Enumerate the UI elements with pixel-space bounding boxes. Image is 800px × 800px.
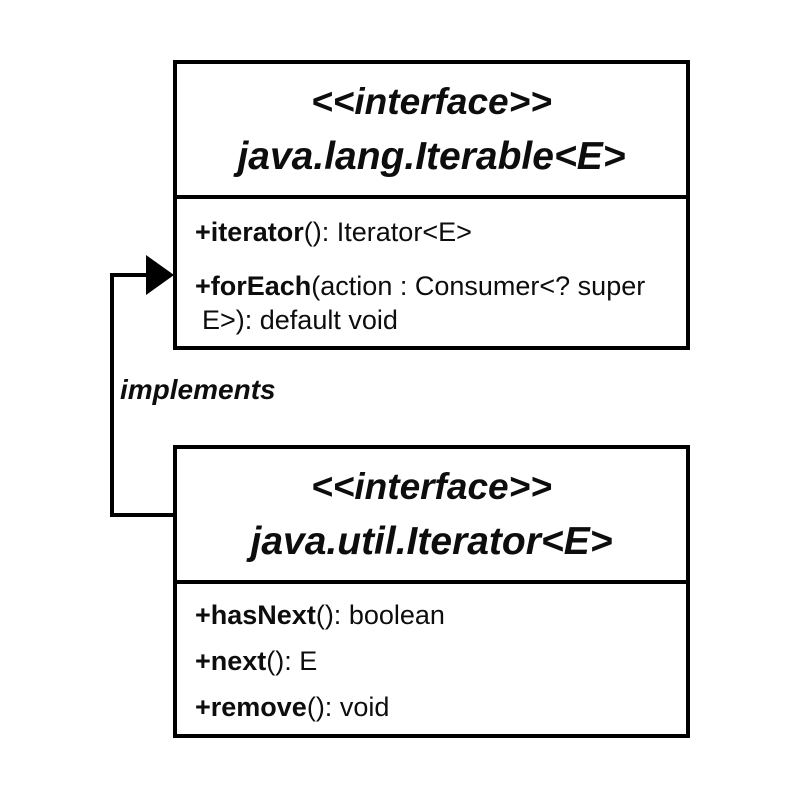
implements-arrow-vertical-segment [110,273,114,517]
implements-arrow-top-segment [110,273,148,277]
class-name: java.util.Iterator<E> [250,520,613,563]
method-iterator: +iterator(): Iterator<E> [195,215,668,249]
method-name: +forEach [195,271,312,301]
method-hasNext: +hasNext(): boolean [195,598,668,632]
method-signature: (): E [266,646,318,676]
methods-section-iterable: +iterator(): Iterator<E> +forEach(action… [177,199,686,337]
class-name: java.lang.Iterable<E> [237,135,626,178]
method-signature: (): void [306,692,390,722]
class-header-iterable: <<interface>> java.lang.Iterable<E> [177,64,686,199]
implements-label: implements [120,374,276,405]
class-box-iterable: <<interface>> java.lang.Iterable<E> +ite… [173,60,690,350]
method-signature: (): boolean [315,600,445,630]
stereotype-label: <<interface>> [311,81,552,122]
method-forEach: +forEach(action : Consumer<? super E>): … [195,269,668,337]
method-name: +hasNext [195,600,316,630]
stereotype-label: <<interface>> [311,466,552,507]
methods-section-iterator: +hasNext(): boolean +next(): E +remove()… [177,584,686,724]
method-name: +next [195,646,267,676]
method-signature: (action : Consumer<? super E>): default … [202,271,646,335]
implements-arrowhead-icon [146,255,174,295]
method-name: +iterator [195,217,304,247]
class-header-iterator: <<interface>> java.util.Iterator<E> [177,449,686,584]
method-name: +remove [195,692,307,722]
class-box-iterator: <<interface>> java.util.Iterator<E> +has… [173,445,690,738]
method-signature: (): Iterator<E> [303,217,472,247]
implements-arrow-bottom-segment [110,513,173,517]
method-next: +next(): E [195,644,668,678]
method-remove: +remove(): void [195,690,668,724]
